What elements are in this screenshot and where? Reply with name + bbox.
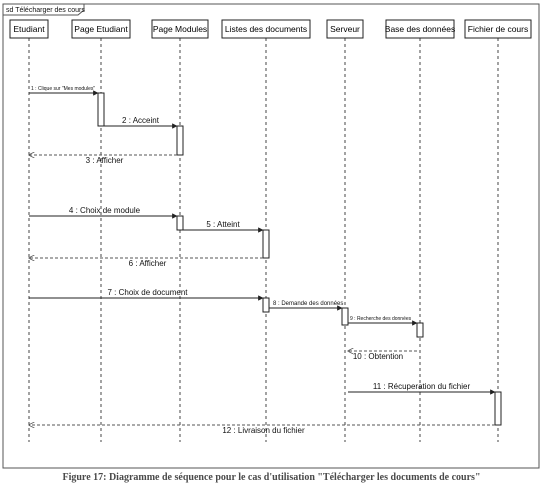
lifeline-head-label: Serveur (330, 24, 360, 34)
activation-bar (341, 307, 349, 326)
lifeline-6: Fichier de cours (464, 19, 532, 442)
lifeline-5: Base des données (385, 19, 455, 442)
activation-bar (262, 229, 270, 259)
message-label: 2 : Acceint (122, 116, 160, 125)
lifeline-head-box (71, 19, 131, 39)
message-label: 4 : Choix de module (69, 206, 141, 215)
message-label: 9 : Recherche des données (350, 316, 412, 322)
message-2: 2 : Acceint (104, 116, 178, 129)
lifeline-head-label: Base des données (385, 24, 455, 34)
lifeline-head-label: Etudiant (13, 24, 45, 34)
lifeline-head-box (385, 19, 455, 39)
lifeline-head-box (9, 19, 49, 39)
message-8: 8 : Demande des données (269, 301, 343, 311)
frame-tab (2, 3, 85, 16)
message-6: 6 : Afficher (29, 258, 263, 268)
message-label: 6 : Afficher (129, 259, 167, 268)
message-12: 12 : Livraison du fichier (29, 425, 495, 435)
lifeline-1: Page Etudiant (71, 19, 131, 442)
sequence-diagram: sd Télécharger des cours Etudiant Page Et… (2, 3, 540, 469)
message-4: 4 : Choix de module (29, 206, 178, 219)
message-label: 8 : Demande des données (273, 301, 343, 307)
message-label: 3 : Afficher (86, 156, 124, 165)
figure-caption: Figure 17: Diagramme de séquence pour le… (62, 472, 481, 483)
message-label: 1 : Clique sur "Mes modules" (31, 86, 95, 92)
lifeline-head-box (464, 19, 532, 39)
message-5: 5 : Atteint (183, 220, 264, 233)
activation-bar (416, 322, 424, 338)
lifeline-0: Etudiant (9, 19, 49, 442)
lifeline-head-label: Page Etudiant (74, 24, 128, 34)
message-label: 10 : Obtention (353, 352, 403, 361)
lifeline-head-box (221, 19, 311, 39)
activation-bar (176, 215, 184, 231)
lifeline-head-label: Listes des documents (225, 24, 307, 34)
frame-title: sd Télécharger des cours (6, 7, 85, 14)
message-label: 7 : Choix de document (107, 288, 188, 297)
message-11: 11 : Récuperation du fichier (348, 382, 496, 395)
message-label: 11 : Récuperation du fichier (373, 382, 471, 391)
lifeline-head-box (326, 19, 364, 39)
message-7: 7 : Choix de document (29, 288, 264, 301)
activation-bar (176, 125, 184, 156)
lifeline-head-box (151, 19, 209, 39)
lifelines: Etudiant Page Etudiant Page Modules Listes … (9, 19, 532, 442)
activations (97, 92, 502, 426)
frame-border (2, 3, 540, 469)
lifeline-4: Serveur (326, 19, 364, 442)
message-9: 9 : Recherche des données (348, 316, 418, 326)
activation-bar (262, 297, 270, 313)
message-10: 10 : Obtention (348, 351, 417, 361)
messages: 1 : Clique sur "Mes modules" 2 : Acceint 3… (29, 86, 496, 435)
activation-bar (494, 391, 502, 426)
lifeline-2: Page Modules (151, 19, 209, 442)
frame: sd Télécharger des cours (2, 3, 540, 469)
message-1: 1 : Clique sur "Mes modules" (29, 86, 99, 96)
message-label: 12 : Livraison du fichier (222, 426, 305, 435)
lifeline-head-label: Fichier de cours (468, 24, 528, 34)
lifeline-3: Listes des documents (221, 19, 311, 442)
message-3: 3 : Afficher (29, 155, 177, 165)
lifeline-head-label: Page Modules (153, 24, 207, 34)
activation-bar (97, 92, 105, 127)
message-label: 5 : Atteint (206, 220, 240, 229)
